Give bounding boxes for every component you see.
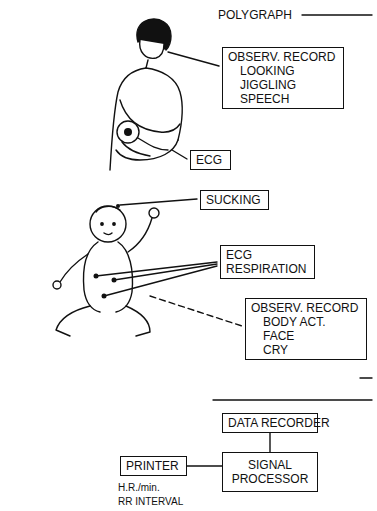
- box-text: OBSERV. RECORD: [251, 301, 361, 315]
- box-text: JIGGLING: [228, 78, 338, 92]
- box-text: BODY ACT.: [251, 315, 361, 329]
- record-box: ECGRESPIRATION: [220, 245, 315, 279]
- leader-lines: [96, 52, 242, 326]
- box-text: ECG: [196, 153, 225, 167]
- record-box: SUCKING: [200, 190, 269, 210]
- box-text: DATA RECORDER: [228, 416, 312, 430]
- box-text: SIGNAL PROCESSOR: [228, 458, 312, 486]
- mother-figure: [110, 19, 182, 170]
- record-box: SIGNAL PROCESSOR: [222, 452, 318, 492]
- record-box: OBSERV. RECORDLOOKINGJIGGLINGSPEECH: [222, 47, 344, 109]
- output-note: H.R./min.: [118, 482, 160, 494]
- box-text: FACE: [251, 329, 361, 343]
- system-title: POLYGRAPH: [218, 8, 292, 22]
- box-text: LOOKING: [228, 64, 338, 78]
- record-box: ECG: [190, 150, 231, 170]
- held-infant-figure: [117, 121, 168, 156]
- signal-line: [187, 465, 222, 466]
- signal-line: [269, 433, 270, 452]
- box-text: PRINTER: [126, 459, 181, 473]
- box-text: ECG: [226, 248, 309, 262]
- record-box: DATA RECORDER: [222, 413, 318, 433]
- box-text: SPEECH: [228, 92, 338, 106]
- box-text: OBSERV. RECORD: [228, 50, 338, 64]
- box-text: SUCKING: [206, 193, 263, 207]
- box-text: RESPIRATION: [226, 262, 309, 276]
- record-box: PRINTER: [120, 456, 187, 476]
- box-text: CRY: [251, 343, 361, 357]
- output-note: RR INTERVAL: [118, 496, 183, 508]
- record-box: OBSERV. RECORDBODY ACT.FACECRY: [245, 298, 367, 360]
